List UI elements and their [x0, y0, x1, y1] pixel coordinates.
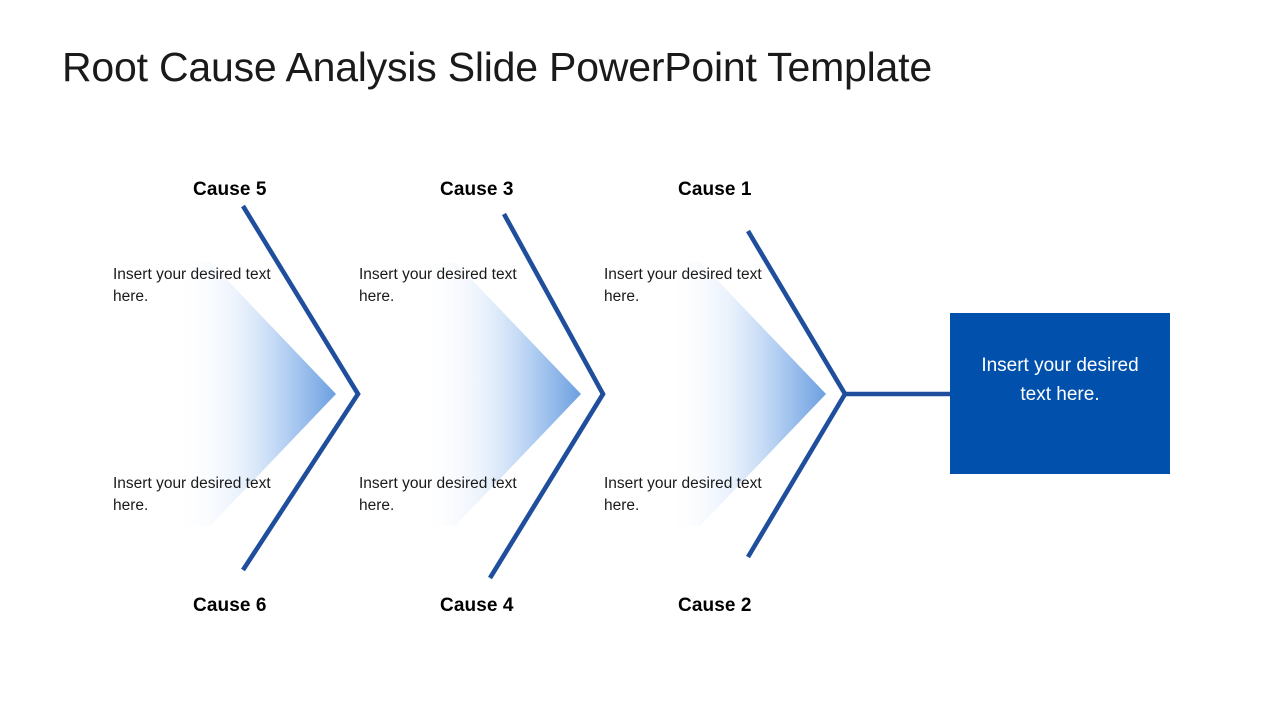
note-top-right: Insert your desired text here.	[604, 266, 762, 306]
page-title: Root Cause Analysis Slide PowerPoint Tem…	[62, 44, 932, 90]
note-bottom-right: Insert your desired text here.	[604, 475, 762, 515]
cause-group-left[interactable]	[175, 204, 361, 572]
chevron-stroke-middle	[488, 212, 606, 580]
note-bottom-middle: Insert your desired text here.	[359, 475, 517, 515]
result-box-label: Insert your desired text here.	[981, 355, 1139, 405]
cause-label-top-middle: Cause 3	[440, 179, 514, 200]
cause-label-bottom-middle: Cause 4	[440, 595, 514, 616]
cause-label-bottom-left: Cause 6	[193, 595, 267, 616]
cause-label-bottom-right: Cause 2	[678, 595, 752, 616]
cause-group-middle[interactable]	[420, 212, 606, 580]
chevron-fill-right	[665, 262, 826, 526]
chevron-fill-middle	[420, 262, 581, 526]
note-top-left: Insert your desired text here.	[113, 266, 271, 306]
cause-label-top-left: Cause 5	[193, 179, 267, 200]
note-top-middle: Insert your desired text here.	[359, 266, 517, 306]
chevron-fill-left	[175, 262, 336, 526]
note-bottom-left: Insert your desired text here.	[113, 475, 271, 515]
result-box[interactable]	[950, 313, 1170, 474]
chevron-stroke-left	[241, 204, 361, 572]
cause-label-top-right: Cause 1	[678, 179, 752, 200]
